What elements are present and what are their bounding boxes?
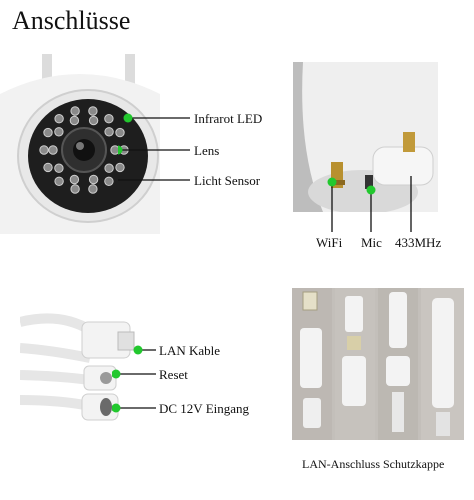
wifi-marker bbox=[327, 177, 337, 187]
infrared-led-marker bbox=[123, 113, 133, 123]
page-title: Anschlüsse bbox=[12, 6, 131, 35]
antenna-callout-lines bbox=[327, 176, 412, 232]
dc-input-marker bbox=[112, 403, 121, 413]
ir-led-icon bbox=[43, 162, 53, 173]
ir-led-icon bbox=[88, 184, 98, 194]
reset-marker bbox=[112, 369, 121, 379]
ir-led-icon bbox=[43, 127, 53, 138]
light-sensor-label: Licht Sensor bbox=[194, 173, 261, 188]
ir-led-icon bbox=[48, 145, 58, 155]
cap-photo-panel bbox=[292, 288, 464, 440]
433mhz-label: 433MHz bbox=[395, 235, 442, 250]
lens-marker bbox=[118, 145, 123, 155]
ir-led-icon bbox=[54, 176, 64, 187]
wifi-label: WiFi bbox=[316, 235, 343, 250]
mic-label: Mic bbox=[361, 235, 382, 250]
ir-led-icon bbox=[104, 163, 114, 173]
ir-led-icon bbox=[54, 113, 64, 124]
ir-led-icon bbox=[69, 115, 80, 126]
ir-led-icon bbox=[104, 113, 114, 124]
ir-led-icon bbox=[69, 174, 80, 185]
infrared-led-label: Infrarot LED bbox=[194, 111, 263, 126]
ir-led-icon bbox=[54, 163, 64, 173]
cable-callout-lines bbox=[112, 345, 156, 413]
camera-callout-lines bbox=[118, 113, 190, 181]
ir-led-icon bbox=[104, 127, 114, 137]
lan-cable-label: LAN Kable bbox=[159, 343, 221, 358]
camera-photo-panel bbox=[0, 54, 160, 234]
ir-led-icon bbox=[39, 145, 49, 155]
mic-marker bbox=[366, 185, 376, 195]
cap-caption: LAN-Anschluss Schutzkappe bbox=[302, 457, 445, 471]
camera-illustration bbox=[0, 54, 160, 234]
ir-led-icon bbox=[88, 115, 99, 126]
ir-led-icon bbox=[88, 106, 98, 116]
ir-led-icon bbox=[54, 127, 64, 137]
ir-led-icon bbox=[115, 127, 125, 138]
lan-cable-marker bbox=[133, 345, 143, 355]
dc-input-label: DC 12V Eingang bbox=[159, 401, 250, 416]
ir-led-icon bbox=[70, 184, 80, 194]
antenna-illustration bbox=[293, 62, 438, 212]
reset-label: Reset bbox=[159, 367, 188, 382]
lens-label: Lens bbox=[194, 143, 220, 158]
ir-led-icon bbox=[115, 162, 125, 173]
cap-illustration bbox=[292, 288, 464, 440]
ir-led-icon bbox=[104, 176, 114, 187]
ir-led-icon bbox=[88, 174, 99, 185]
ir-led-icon bbox=[70, 106, 80, 116]
antenna-photo-panel bbox=[293, 62, 438, 212]
